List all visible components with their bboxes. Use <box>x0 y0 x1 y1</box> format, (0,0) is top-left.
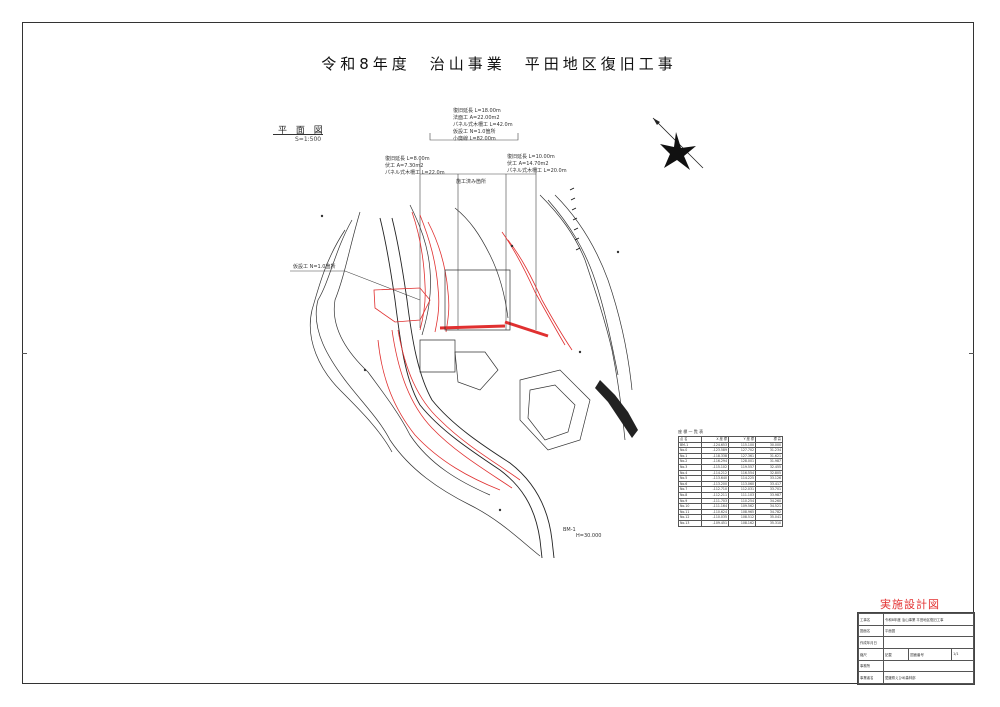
annotation-line: 復旧延長 L=18.00m <box>453 108 501 114</box>
works-line <box>507 239 573 351</box>
leader-bracket-top <box>429 133 519 141</box>
works-line <box>411 211 426 331</box>
coord-table-cell: 34.521 <box>755 503 783 510</box>
coord-table-cell: 32.805 <box>755 469 783 477</box>
annotation-line: 復旧延長 L=8.00m <box>385 156 430 162</box>
plan-label: 平 面 図 <box>278 126 326 136</box>
border-tick <box>969 353 974 354</box>
fence-line <box>439 320 549 338</box>
annotation-top-block: 復旧延長 L=18.00m 法面工 A=22.00m2 パネル式木柵工 L=42… <box>453 108 513 143</box>
annotation-line: 小廃線 L=82.00m <box>453 136 496 142</box>
contour-line <box>547 199 619 376</box>
border-tick <box>22 353 27 354</box>
building-outline <box>444 269 511 331</box>
coord-table-cell: 標 高 <box>755 436 783 443</box>
coord-table-cell: 32.455 <box>755 464 783 471</box>
coord-table-cell: 31.987 <box>755 458 783 465</box>
works-line <box>397 329 521 481</box>
tb-value: 愛媛県えひめ森林部 <box>883 671 974 684</box>
leader-callout-left <box>290 270 421 301</box>
bm-value: H=30.000 <box>576 533 602 539</box>
annotation-line: パネル式木柵工 L=22.0m <box>385 170 445 176</box>
works-line <box>419 214 440 333</box>
building-outline <box>527 384 576 441</box>
design-stamp: 実施設計図 <box>880 598 940 611</box>
coord-table-cell: 33.126 <box>755 475 783 482</box>
building-outline <box>454 351 499 391</box>
works-line <box>427 221 450 333</box>
annotation-line: 仮設工 N=1.0箇所 <box>453 129 496 135</box>
coord-table-cell: 33.701 <box>755 486 783 493</box>
slope-hatch <box>569 187 581 251</box>
plan-scale: S=1:500 <box>295 136 322 143</box>
drawing-sheet: 令和8年度 治山事業 平田地区復旧工事 平 面 図 S=1:500 復旧延長 L… <box>22 22 975 685</box>
coord-table-cell: 31.621 <box>755 452 783 460</box>
annotation-line: 法面工 A=22.00m2 <box>453 115 500 121</box>
road-edge <box>379 217 543 559</box>
annotation-center-label: 施工済み箇所 <box>456 179 487 185</box>
annotation-line: 復旧延長 L=10.00m <box>507 154 555 160</box>
contour-line <box>409 204 431 336</box>
retaining-wall-hatch <box>595 380 638 438</box>
bm-label: BM-1 <box>563 527 576 533</box>
coord-table-caption: 座 標 一 覧 表 <box>678 429 704 434</box>
coord-table-cell: 34.260 <box>755 497 783 505</box>
annotation-left-callout: 仮設工 N=1.0箇所 <box>293 264 336 270</box>
annotation-line: パネル式木柵工 L=42.0m <box>453 122 513 128</box>
building-outline <box>519 369 591 451</box>
drawing-title: 令和8年度 治山事業 平田地区復旧工事 <box>321 55 677 73</box>
coord-table-cell: 33.987 <box>755 491 783 499</box>
building-outline <box>419 339 456 373</box>
coord-table-cell: 31.234 <box>755 447 783 454</box>
fence-red <box>439 320 549 338</box>
buildings <box>419 269 591 451</box>
annotation-left-block: 復旧延長 L=8.00m 伏工 A=7.30m2 パネル式木柵工 L=22.0m <box>385 156 445 177</box>
leader-verticals <box>419 160 537 330</box>
contour-line <box>539 194 626 441</box>
road <box>379 217 555 559</box>
contour-line <box>333 211 491 496</box>
tree-symbols <box>320 214 620 512</box>
north-arrow-icon <box>652 117 704 170</box>
contour-line <box>315 219 541 557</box>
leader-lines <box>290 133 537 330</box>
annotation-right-block: 復旧延長 L=10.00m 伏工 A=14.70m2 パネル式木柵工 L=20.… <box>507 154 567 175</box>
annotation-line: 伏工 A=7.30m2 <box>385 163 424 169</box>
works-line <box>501 231 566 346</box>
works-red <box>373 211 573 491</box>
annotation-line: パネル式木柵工 L=20.0m <box>507 168 567 174</box>
works-line <box>377 339 501 491</box>
contour-line <box>454 207 509 319</box>
terrain-contours <box>309 194 633 557</box>
title-block: 工事名令和8年度 治山事業 平田地区復旧工事 図面名平面図 作成年月日 縮尺記載… <box>857 612 975 685</box>
works-line <box>391 329 513 489</box>
annotation-line: 伏工 A=14.70m2 <box>507 161 549 167</box>
contour-line <box>309 229 393 453</box>
road-edge <box>391 217 555 559</box>
coord-table-cell: 35.310 <box>755 519 783 527</box>
plan-label-underline <box>273 134 323 135</box>
coord-table-cell: 30.000 <box>755 441 783 449</box>
coord-table-cell: 33.417 <box>755 480 783 488</box>
works-area <box>373 287 431 323</box>
